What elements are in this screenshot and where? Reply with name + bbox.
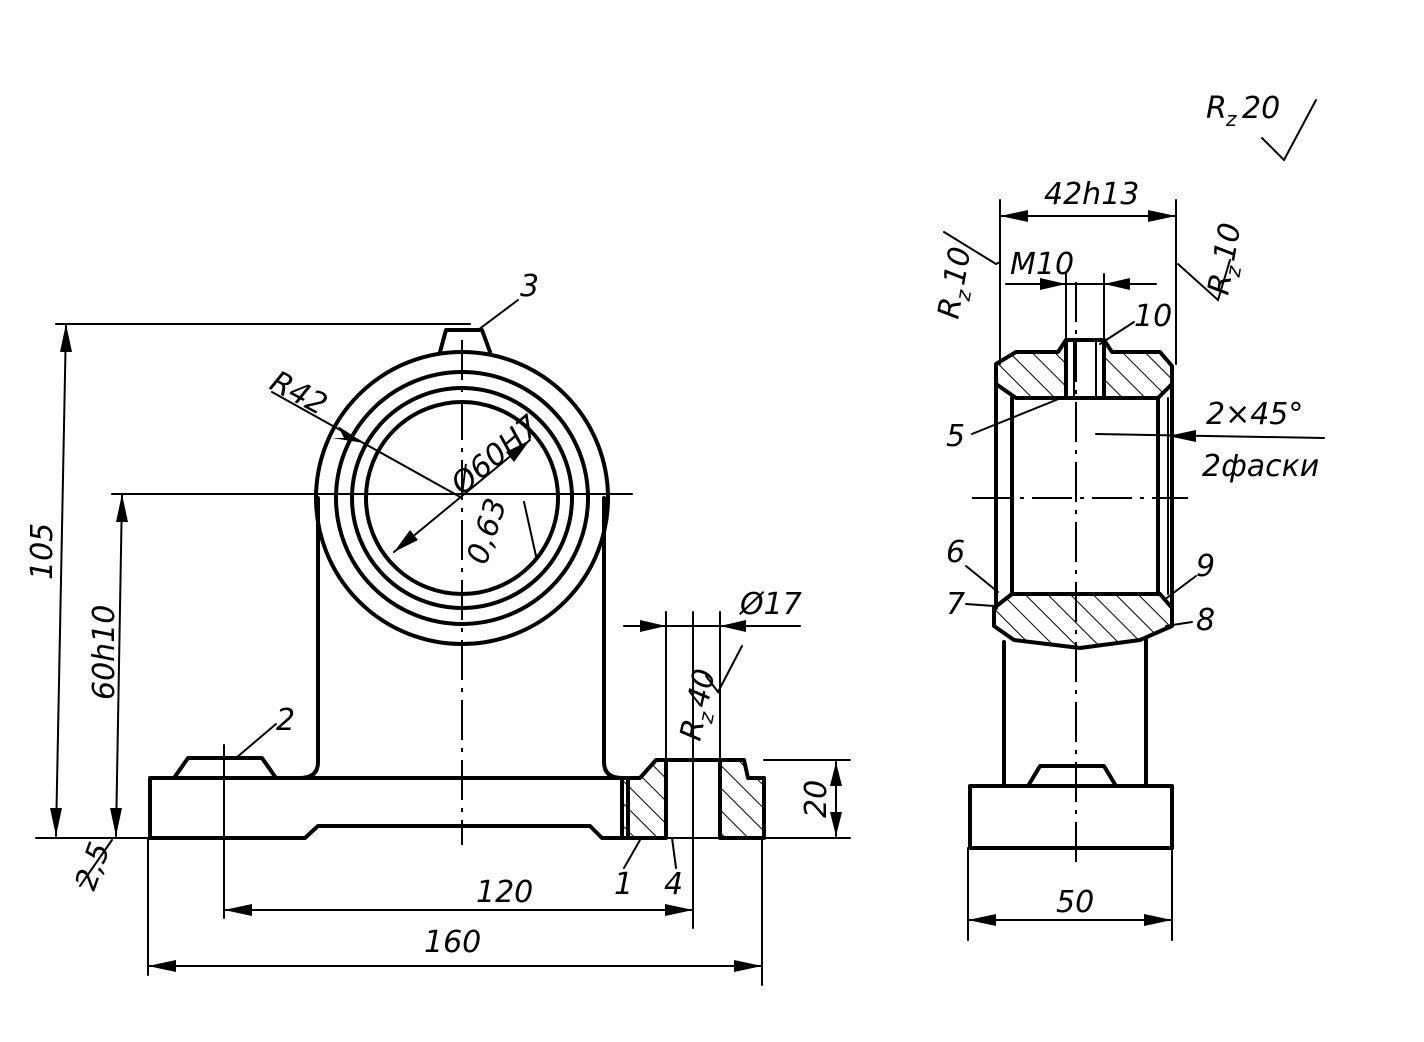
dim-hole-17: Ø17	[738, 587, 802, 622]
tapped-hole	[1064, 338, 1106, 400]
callout-6: 6	[946, 535, 965, 570]
side-view	[968, 282, 1188, 864]
svg-text:40: 40	[681, 666, 723, 711]
dim-42h13: 42h13	[1044, 177, 1139, 212]
dim-105: 105	[25, 523, 60, 580]
dim-50: 50	[1056, 885, 1094, 920]
callout-1: 1	[614, 867, 633, 902]
svg-text:10: 10	[937, 244, 978, 288]
svg-text:R: R	[1206, 91, 1227, 126]
svg-text:10: 10	[1207, 220, 1248, 264]
bottom-section	[992, 592, 1174, 650]
side-texts: 42h13 M10 50 2×45° 2фаски R z 20 R z 10 …	[931, 91, 1319, 920]
svg-text:z: z	[1220, 264, 1246, 280]
callout-2: 2	[276, 703, 295, 738]
svg-text:z: z	[950, 288, 976, 304]
front-texts: 105 60h10 20 2,5 120 160 R42 Ø60H7 0,63 …	[25, 269, 834, 960]
front-dimensions	[35, 323, 851, 986]
callout-9: 9	[1196, 549, 1215, 584]
svg-text:z: z	[1225, 107, 1237, 131]
callout-7: 7	[946, 587, 965, 622]
dim-bore-60h7: Ø60H7	[443, 409, 546, 504]
dim-120: 120	[476, 875, 533, 910]
lug-section-right	[718, 758, 766, 840]
dim-2-5: 2,5	[69, 838, 118, 895]
callout-8: 8	[1196, 603, 1215, 638]
side-base	[968, 784, 1174, 850]
callout-4: 4	[664, 867, 683, 902]
dim-r42: R42	[264, 364, 333, 423]
dim-60h10: 60h10	[87, 605, 122, 700]
dim-runout-063: 0,63	[460, 494, 514, 568]
callout-3: 3	[520, 269, 539, 304]
top-section-right	[1102, 338, 1174, 400]
chamfer-size: 2×45°	[1206, 397, 1303, 432]
callout-10: 10	[1134, 299, 1172, 334]
chamfer-count: 2фаски	[1202, 449, 1319, 484]
dim-160: 160	[424, 925, 481, 960]
roughness-general: R z 20	[1206, 91, 1280, 131]
dim-m10: M10	[1010, 247, 1074, 282]
pillar-left	[298, 496, 320, 780]
lug-section-left	[620, 758, 668, 840]
roughness-right-face: R z 10	[1201, 220, 1248, 297]
side-dimensions	[943, 99, 1325, 941]
top-section	[994, 338, 1068, 400]
callout-5: 5	[946, 419, 965, 454]
dim-20: 20	[799, 780, 834, 818]
svg-text:z: z	[693, 709, 719, 726]
pillar-right	[602, 496, 624, 780]
base-plate	[148, 776, 630, 840]
roughness-left-face: R z 10	[931, 244, 978, 321]
svg-text:20: 20	[1242, 91, 1280, 126]
boss-3	[438, 328, 492, 354]
